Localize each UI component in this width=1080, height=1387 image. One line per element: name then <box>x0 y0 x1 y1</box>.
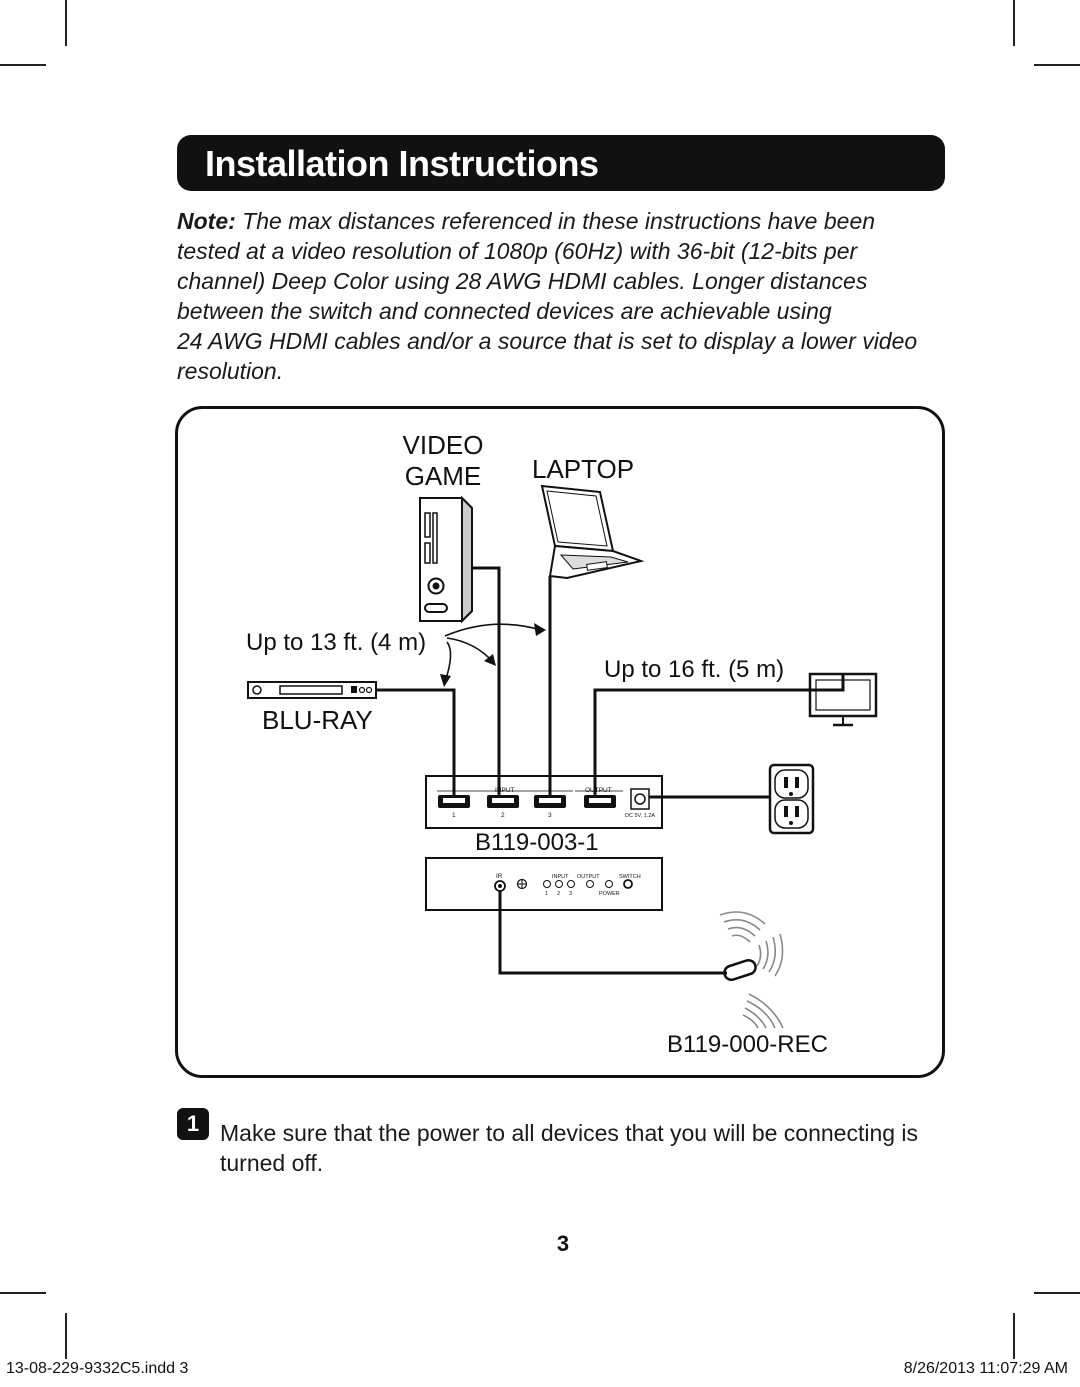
crop-mark <box>65 1313 67 1359</box>
section-header: Installation Instructions <box>177 135 945 191</box>
step-text: Make sure that the power to all devices … <box>220 1120 919 1176</box>
front-led-number: 2 <box>557 891 560 897</box>
hdmi-switch-front <box>425 857 663 911</box>
front-output-label: OUTPUT <box>577 874 600 880</box>
panel-input-label: INPUT <box>495 787 515 794</box>
ir-receiver-icon <box>719 911 784 1029</box>
video-game-label: VIDEO GAME <box>402 430 484 491</box>
crop-mark <box>1013 1313 1015 1359</box>
laptop-label: LAPTOP <box>532 454 635 484</box>
page-number: 3 <box>556 1231 570 1256</box>
note-line: Note: The max distances referenced in th… <box>177 208 876 234</box>
note-line: resolution. <box>177 358 284 384</box>
panel-power-label: DC 5V, 1.2A <box>625 813 655 819</box>
panel-port-number: 3 <box>548 812 552 819</box>
footer-file-name: 13-08-229-9332C5.indd 3 <box>6 1360 189 1377</box>
note-line: 24 AWG HDMI cables and/or a source that … <box>177 328 918 354</box>
input-distance-label: Up to 13 ft. (4 m) <box>246 629 427 656</box>
hdmi-cables <box>376 566 845 975</box>
game-console-icon <box>419 495 473 624</box>
receiver-model-label: B119-000-REC <box>667 1031 828 1058</box>
connection-diagram: INPUT OUTPUT 1 2 3 DC 5V, 1.2A IR INPUT … <box>175 406 945 1078</box>
hdmi-switch-rear <box>425 775 663 829</box>
crop-mark <box>0 64 46 66</box>
distance-arrows <box>444 623 542 683</box>
switch-model-label: B119-003-1 <box>475 829 599 856</box>
note-lead: Note: <box>177 208 236 234</box>
crop-mark <box>65 0 67 46</box>
blu-ray-label: BLU-RAY <box>262 705 373 735</box>
note-line: channel) Deep Color using 28 AWG HDMI ca… <box>177 268 868 294</box>
diagram-frame <box>175 406 945 1078</box>
output-distance-label: Up to 16 ft. (5 m) <box>604 656 785 683</box>
front-led-number: 3 <box>569 891 572 897</box>
crop-mark <box>1034 64 1080 66</box>
note-line: between the switch and connected devices… <box>177 298 832 324</box>
note-paragraph: Note: The max distances referenced in th… <box>177 206 952 386</box>
diagram-drawing: INPUT OUTPUT 1 2 3 DC 5V, 1.2A IR INPUT … <box>175 406 945 1078</box>
footer-timestamp: 8/26/2013 11:07:29 AM <box>903 1360 1068 1377</box>
crop-mark <box>0 1292 46 1294</box>
front-input-label: INPUT <box>552 874 569 880</box>
front-ir-label: IR <box>496 873 503 880</box>
panel-output-label: OUTPUT <box>585 787 612 794</box>
laptop-icon <box>540 484 645 580</box>
front-switch-label: SWITCH <box>619 874 641 880</box>
crop-mark <box>1013 0 1015 46</box>
front-power-label: POWER <box>599 891 620 897</box>
panel-port-number: 1 <box>452 812 456 819</box>
note-line: tested at a video resolution of 1080p (6… <box>177 238 858 264</box>
blu-ray-player-icon <box>247 681 377 699</box>
front-led-number: 1 <box>545 891 548 897</box>
crop-mark <box>1034 1292 1080 1294</box>
page-title: Installation Instructions <box>205 143 599 184</box>
step-number-badge: 1 <box>177 1108 209 1140</box>
wall-outlet-icon <box>768 763 815 835</box>
panel-port-number: 2 <box>501 812 505 819</box>
